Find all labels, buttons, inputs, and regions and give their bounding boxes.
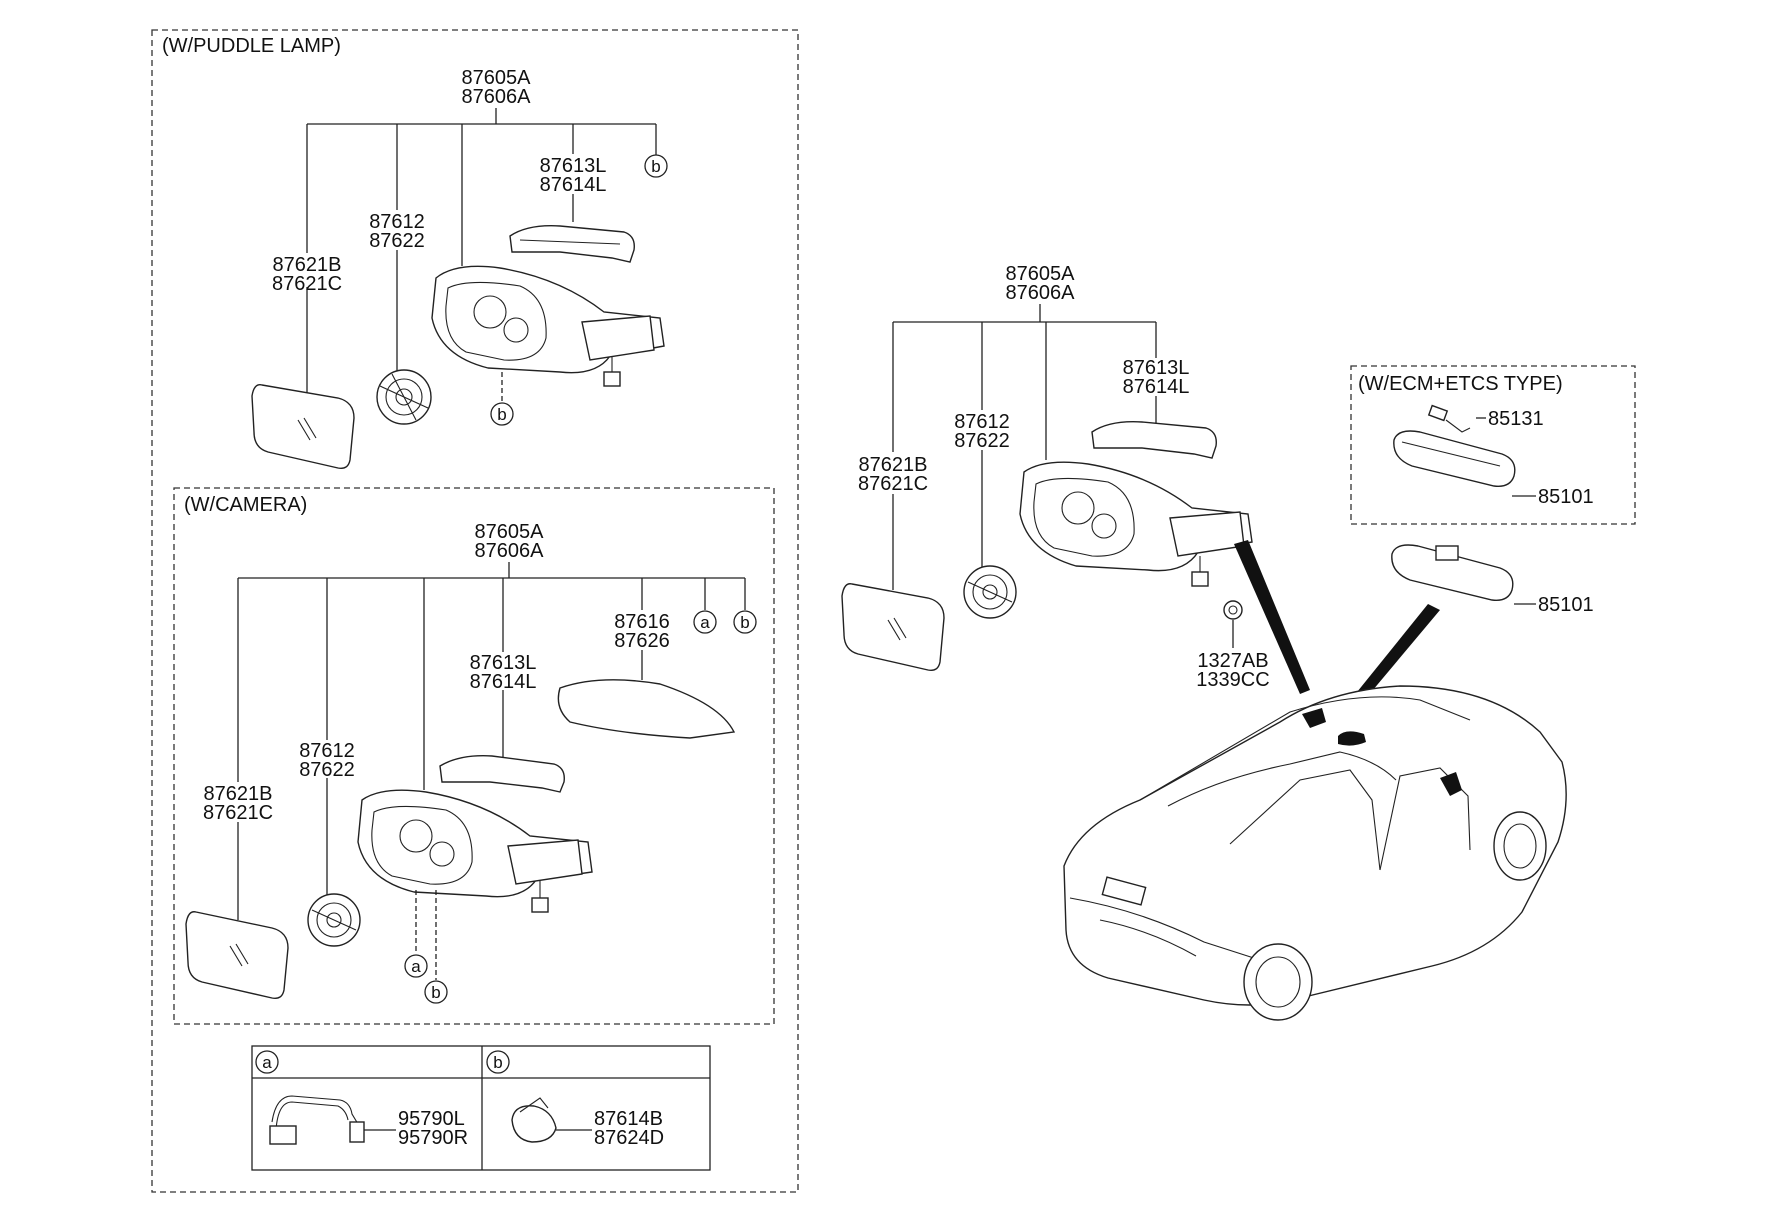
mirror-glass-drawing bbox=[185, 911, 289, 1000]
cover-lamp-drawing bbox=[439, 755, 565, 793]
label-cap-1: 87616 bbox=[614, 611, 670, 633]
puddle-lamp-box bbox=[151, 29, 799, 1193]
label-cover-2: 87614L bbox=[540, 174, 607, 196]
label-mirror-assy-1: 87605A bbox=[1006, 263, 1076, 285]
label-cap-2: 87626 bbox=[614, 630, 670, 652]
label-inside-mirror: 85101 bbox=[1538, 594, 1594, 616]
callout-b-letter: b bbox=[651, 157, 660, 176]
callout-a-letter: a bbox=[411, 957, 421, 976]
label-mirror-assy-2: 87606A bbox=[462, 86, 532, 108]
label-actuator-2: 87622 bbox=[369, 230, 425, 252]
ecm-mirror-drawing bbox=[1393, 430, 1516, 487]
callout-b-letter: b bbox=[431, 983, 440, 1002]
callout-b-circle bbox=[644, 154, 668, 178]
label-ecm-mirror: 85101 bbox=[1538, 486, 1594, 508]
actuator-drawing bbox=[307, 893, 361, 947]
label-actuator-1: 87612 bbox=[369, 211, 425, 233]
label-cover-2: 87614L bbox=[1123, 376, 1190, 398]
callout-b-letter: b bbox=[740, 613, 749, 632]
actuator-drawing bbox=[376, 369, 432, 425]
label-mirror-assy-1: 87605A bbox=[475, 521, 545, 543]
mirror-glass-drawing bbox=[841, 583, 945, 672]
label-glass-2: 87621C bbox=[858, 473, 928, 495]
mirror-cap-drawing bbox=[557, 679, 736, 739]
car-drawing bbox=[1063, 685, 1567, 1021]
label-glass-2: 87621C bbox=[272, 273, 342, 295]
label-actuator-2: 87622 bbox=[299, 759, 355, 781]
label-mirror-assy-2: 87606A bbox=[1006, 282, 1076, 304]
section-title-camera: (W/CAMERA) bbox=[184, 494, 307, 516]
mirror-housing-drawing bbox=[1019, 461, 1253, 587]
mirror-housing-drawing bbox=[357, 789, 593, 913]
pointer-wedge-outside bbox=[1234, 540, 1310, 694]
mirror-glass-drawing bbox=[251, 384, 355, 470]
label-ecm-wire: 85131 bbox=[1488, 408, 1544, 430]
label-mirror-assy-1: 87605A bbox=[462, 67, 532, 89]
cover-lamp-drawing bbox=[1091, 421, 1217, 459]
label-bolt-2: 1339CC bbox=[1196, 669, 1269, 691]
callout-b-letter: b bbox=[497, 405, 506, 424]
legend-b-letter: b bbox=[493, 1053, 502, 1072]
label-actuator-1: 87612 bbox=[299, 740, 355, 762]
callout-a-letter: a bbox=[700, 613, 710, 632]
legend-table: a b 95790L 95790R 87614B 87624D bbox=[251, 1045, 711, 1171]
cover-lamp-drawing bbox=[509, 225, 635, 263]
ecm-box bbox=[1350, 365, 1636, 525]
mirror-housing-drawing bbox=[431, 265, 665, 387]
actuator-drawing bbox=[963, 565, 1017, 619]
label-mirror-assy-2: 87606A bbox=[475, 540, 545, 562]
label-bolt-1: 1327AB bbox=[1197, 650, 1268, 672]
label-cover-1: 87613L bbox=[540, 155, 607, 177]
legend-a-part-1: 95790L bbox=[398, 1108, 465, 1130]
label-glass-2: 87621C bbox=[203, 802, 273, 824]
section-title-puddle-lamp: (W/PUDDLE LAMP) bbox=[162, 35, 341, 57]
label-actuator-2: 87622 bbox=[954, 430, 1010, 452]
legend-a-part-2: 95790R bbox=[398, 1127, 468, 1149]
label-cover-1: 87613L bbox=[1123, 357, 1190, 379]
bolt-drawing bbox=[1223, 600, 1243, 620]
label-cover-2: 87614L bbox=[470, 671, 537, 693]
legend-b-part-1: 87614B bbox=[594, 1108, 663, 1130]
ecm-wire-drawing bbox=[1427, 404, 1471, 433]
label-glass-1: 87621B bbox=[273, 254, 342, 276]
legend-b-part-2: 87624D bbox=[594, 1127, 664, 1149]
camera-box bbox=[173, 487, 775, 1025]
label-cover-1: 87613L bbox=[470, 652, 537, 674]
inside-mirror-drawing bbox=[1391, 544, 1514, 601]
legend-a-letter: a bbox=[262, 1053, 272, 1072]
section-title-ecm: (W/ECM+ETCS TYPE) bbox=[1358, 373, 1563, 395]
label-actuator-1: 87612 bbox=[954, 411, 1010, 433]
label-glass-1: 87621B bbox=[204, 783, 273, 805]
label-glass-1: 87621B bbox=[859, 454, 928, 476]
